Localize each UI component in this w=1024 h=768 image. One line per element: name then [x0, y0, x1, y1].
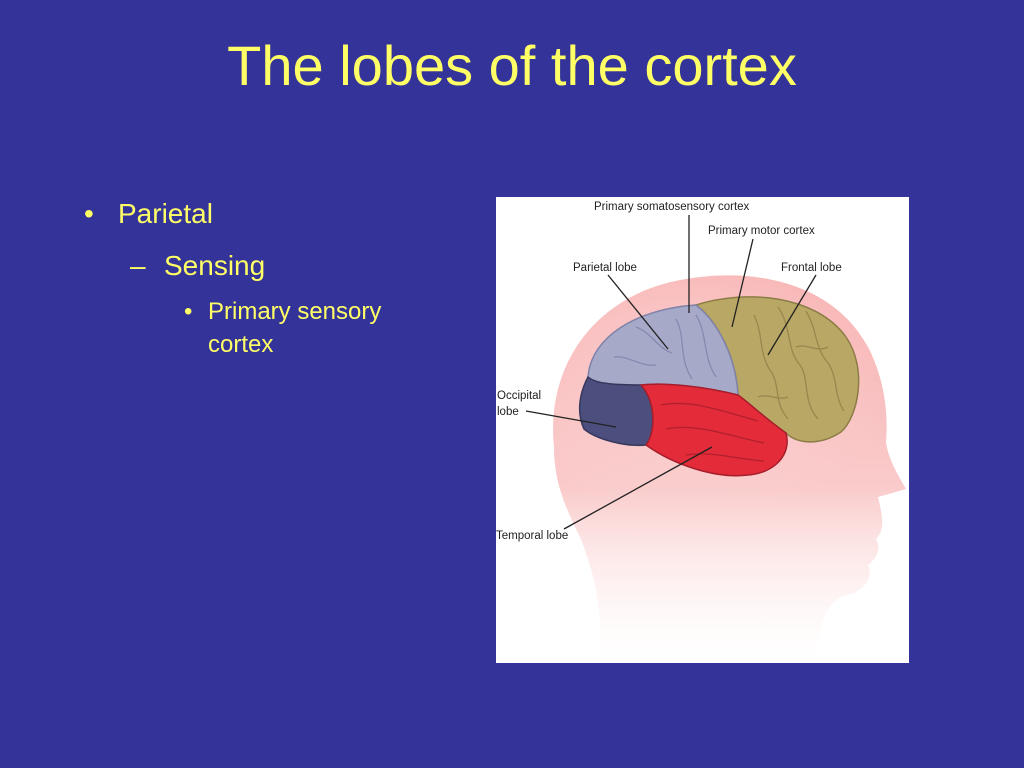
label-temporal-lobe: Temporal lobe — [496, 530, 568, 542]
brain-diagram-svg: Primary somatosensory cortex Primary mot… — [496, 197, 909, 663]
label-primary-somatosensory-cortex: Primary somatosensory cortex — [594, 201, 750, 213]
bullet-marker: • — [184, 295, 208, 328]
label-primary-motor-cortex: Primary motor cortex — [708, 225, 815, 237]
label-occipital-lobe-line1: Occipital — [497, 390, 541, 402]
bullet-text-sensing: Sensing — [164, 248, 265, 284]
brain-diagram: Primary somatosensory cortex Primary mot… — [496, 197, 909, 663]
bullet-level1: • Parietal — [84, 196, 213, 232]
bullet-text-parietal: Parietal — [118, 196, 213, 232]
bullet-level3: • Primary sensory cortex — [184, 295, 444, 361]
dash-marker: – — [130, 248, 164, 284]
slide-title: The lobes of the cortex — [0, 26, 1024, 106]
bullet-level2: – Sensing — [130, 248, 265, 284]
label-parietal-lobe: Parietal lobe — [573, 262, 637, 274]
bullet-text-primary-sensory-cortex: Primary sensory cortex — [208, 295, 444, 361]
label-occipital-lobe-line2: lobe — [497, 406, 519, 418]
bullet-marker: • — [84, 196, 118, 232]
label-frontal-lobe: Frontal lobe — [781, 262, 842, 274]
